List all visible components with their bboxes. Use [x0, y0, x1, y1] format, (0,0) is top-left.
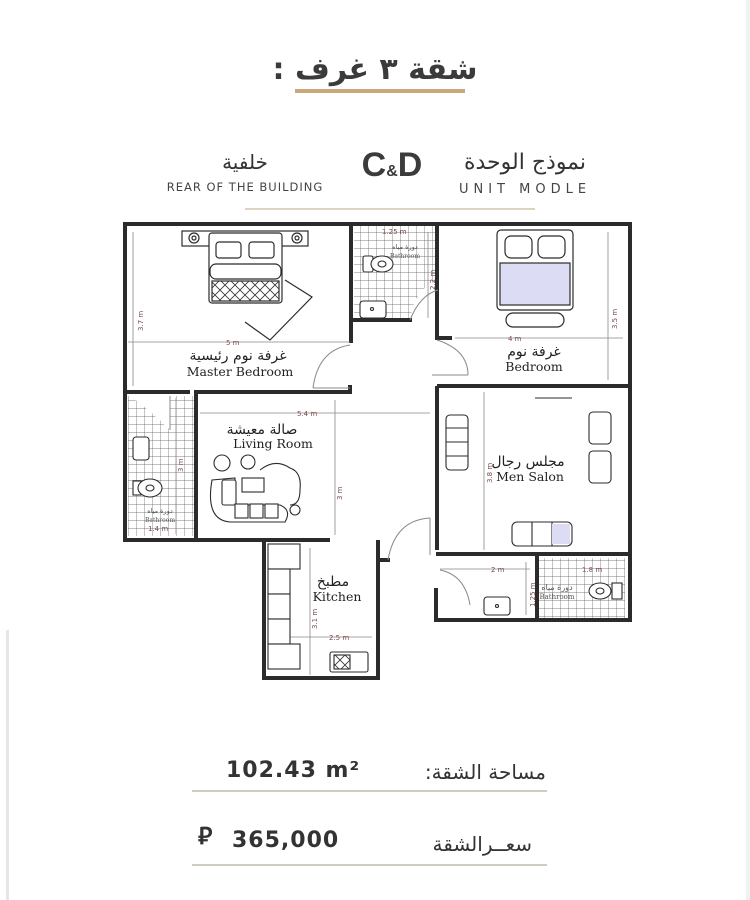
dim-salon-length: 3.8 m — [486, 463, 494, 483]
dim-bedroom-length: 3.5 m — [611, 309, 619, 329]
area-label: مساحة الشقة: — [424, 760, 546, 784]
area-divider — [192, 790, 547, 792]
dim-bath-left-length: 3 m — [177, 458, 185, 472]
model-code-left: C — [361, 146, 387, 184]
model-code: C&D — [352, 146, 432, 185]
kitchen-label-ar: مطبخ — [317, 574, 349, 590]
living-sofa-icon — [209, 454, 301, 523]
dim-master-width: 5 m — [226, 339, 240, 347]
area-value: 102.43 m² — [226, 758, 361, 783]
dim-bath-top-length: 2.2 m — [429, 270, 437, 290]
rear-label-en: REAR OF THE BUILDING — [166, 180, 324, 194]
title-underline — [295, 89, 465, 93]
dim-living-width: 5.4 m — [297, 410, 317, 418]
price-label: سعــرالشقة — [432, 832, 533, 856]
dim-bath-top-width: 1.25 m — [382, 228, 407, 236]
kitchen-label-en: Kitchen — [313, 589, 362, 604]
bathroom-left-label-ar: دورة مياه — [147, 507, 173, 515]
bathroom-top-label-en: Bathroom — [390, 253, 420, 260]
right-edge-shadow — [746, 0, 750, 900]
master-bedroom-label-ar: غرفة نوم رئيسية — [189, 348, 286, 364]
living-room-label-en: Living Room — [233, 436, 313, 451]
model-code-amp: & — [386, 163, 398, 180]
dim-corridor: 2 m — [491, 566, 505, 574]
men-salon-label-ar: مجلس رجال — [491, 454, 564, 470]
bedroom-label-en: Bedroom — [505, 359, 563, 374]
dim-bath-right-width: 1.8 m — [582, 566, 602, 574]
walls — [123, 222, 632, 680]
bathroom-right-label-en: Bathroom — [539, 593, 574, 601]
master-bed-icon — [181, 230, 313, 341]
dim-living-length: 3 m — [336, 486, 344, 500]
dim-kitchen-length: 3.1 m — [311, 609, 319, 629]
bathroom-left-label-en: Bathroom — [145, 517, 175, 524]
price-divider — [192, 864, 547, 866]
living-room-label-ar: صالة معيشة — [227, 422, 298, 438]
men-salon-label-en: Men Salon — [496, 469, 564, 484]
bathroom-top-label-ar: دورة مياه — [392, 243, 418, 251]
model-code-right: D — [397, 146, 423, 184]
kitchen-cabinets-icon — [267, 543, 369, 673]
bedroom-bed-icon — [496, 229, 574, 328]
doors — [169, 289, 471, 606]
left-edge-shadow — [6, 630, 9, 900]
salon-sofas-icon — [445, 397, 612, 547]
rear-label-ar: خلفية — [222, 150, 268, 174]
price-value: 365,000 — [232, 828, 340, 853]
dim-master-length: 3.7 m — [137, 311, 145, 331]
unit-model-label-en: UNIT MODLE — [458, 182, 592, 197]
riyal-icon: ⃁ — [198, 822, 213, 850]
dim-kitchen-width: 2.5 m — [329, 634, 349, 642]
dim-bedroom-width: 4 m — [508, 335, 522, 343]
fixtures — [132, 255, 623, 616]
dim-bath-right-length: 1.25 m — [529, 582, 537, 607]
dim-bath-left-width: 1.4 m — [148, 525, 168, 533]
page-title: شقة ٣ غرف : — [272, 52, 478, 87]
unit-model-label-ar: نموذج الوحدة — [463, 150, 587, 175]
master-bedroom-label-en: Master Bedroom — [187, 364, 294, 379]
bathroom-right-label-ar: دورة مياه — [541, 583, 573, 592]
header-divider — [245, 208, 535, 210]
bedroom-label-ar: غرفة نوم — [507, 344, 561, 360]
